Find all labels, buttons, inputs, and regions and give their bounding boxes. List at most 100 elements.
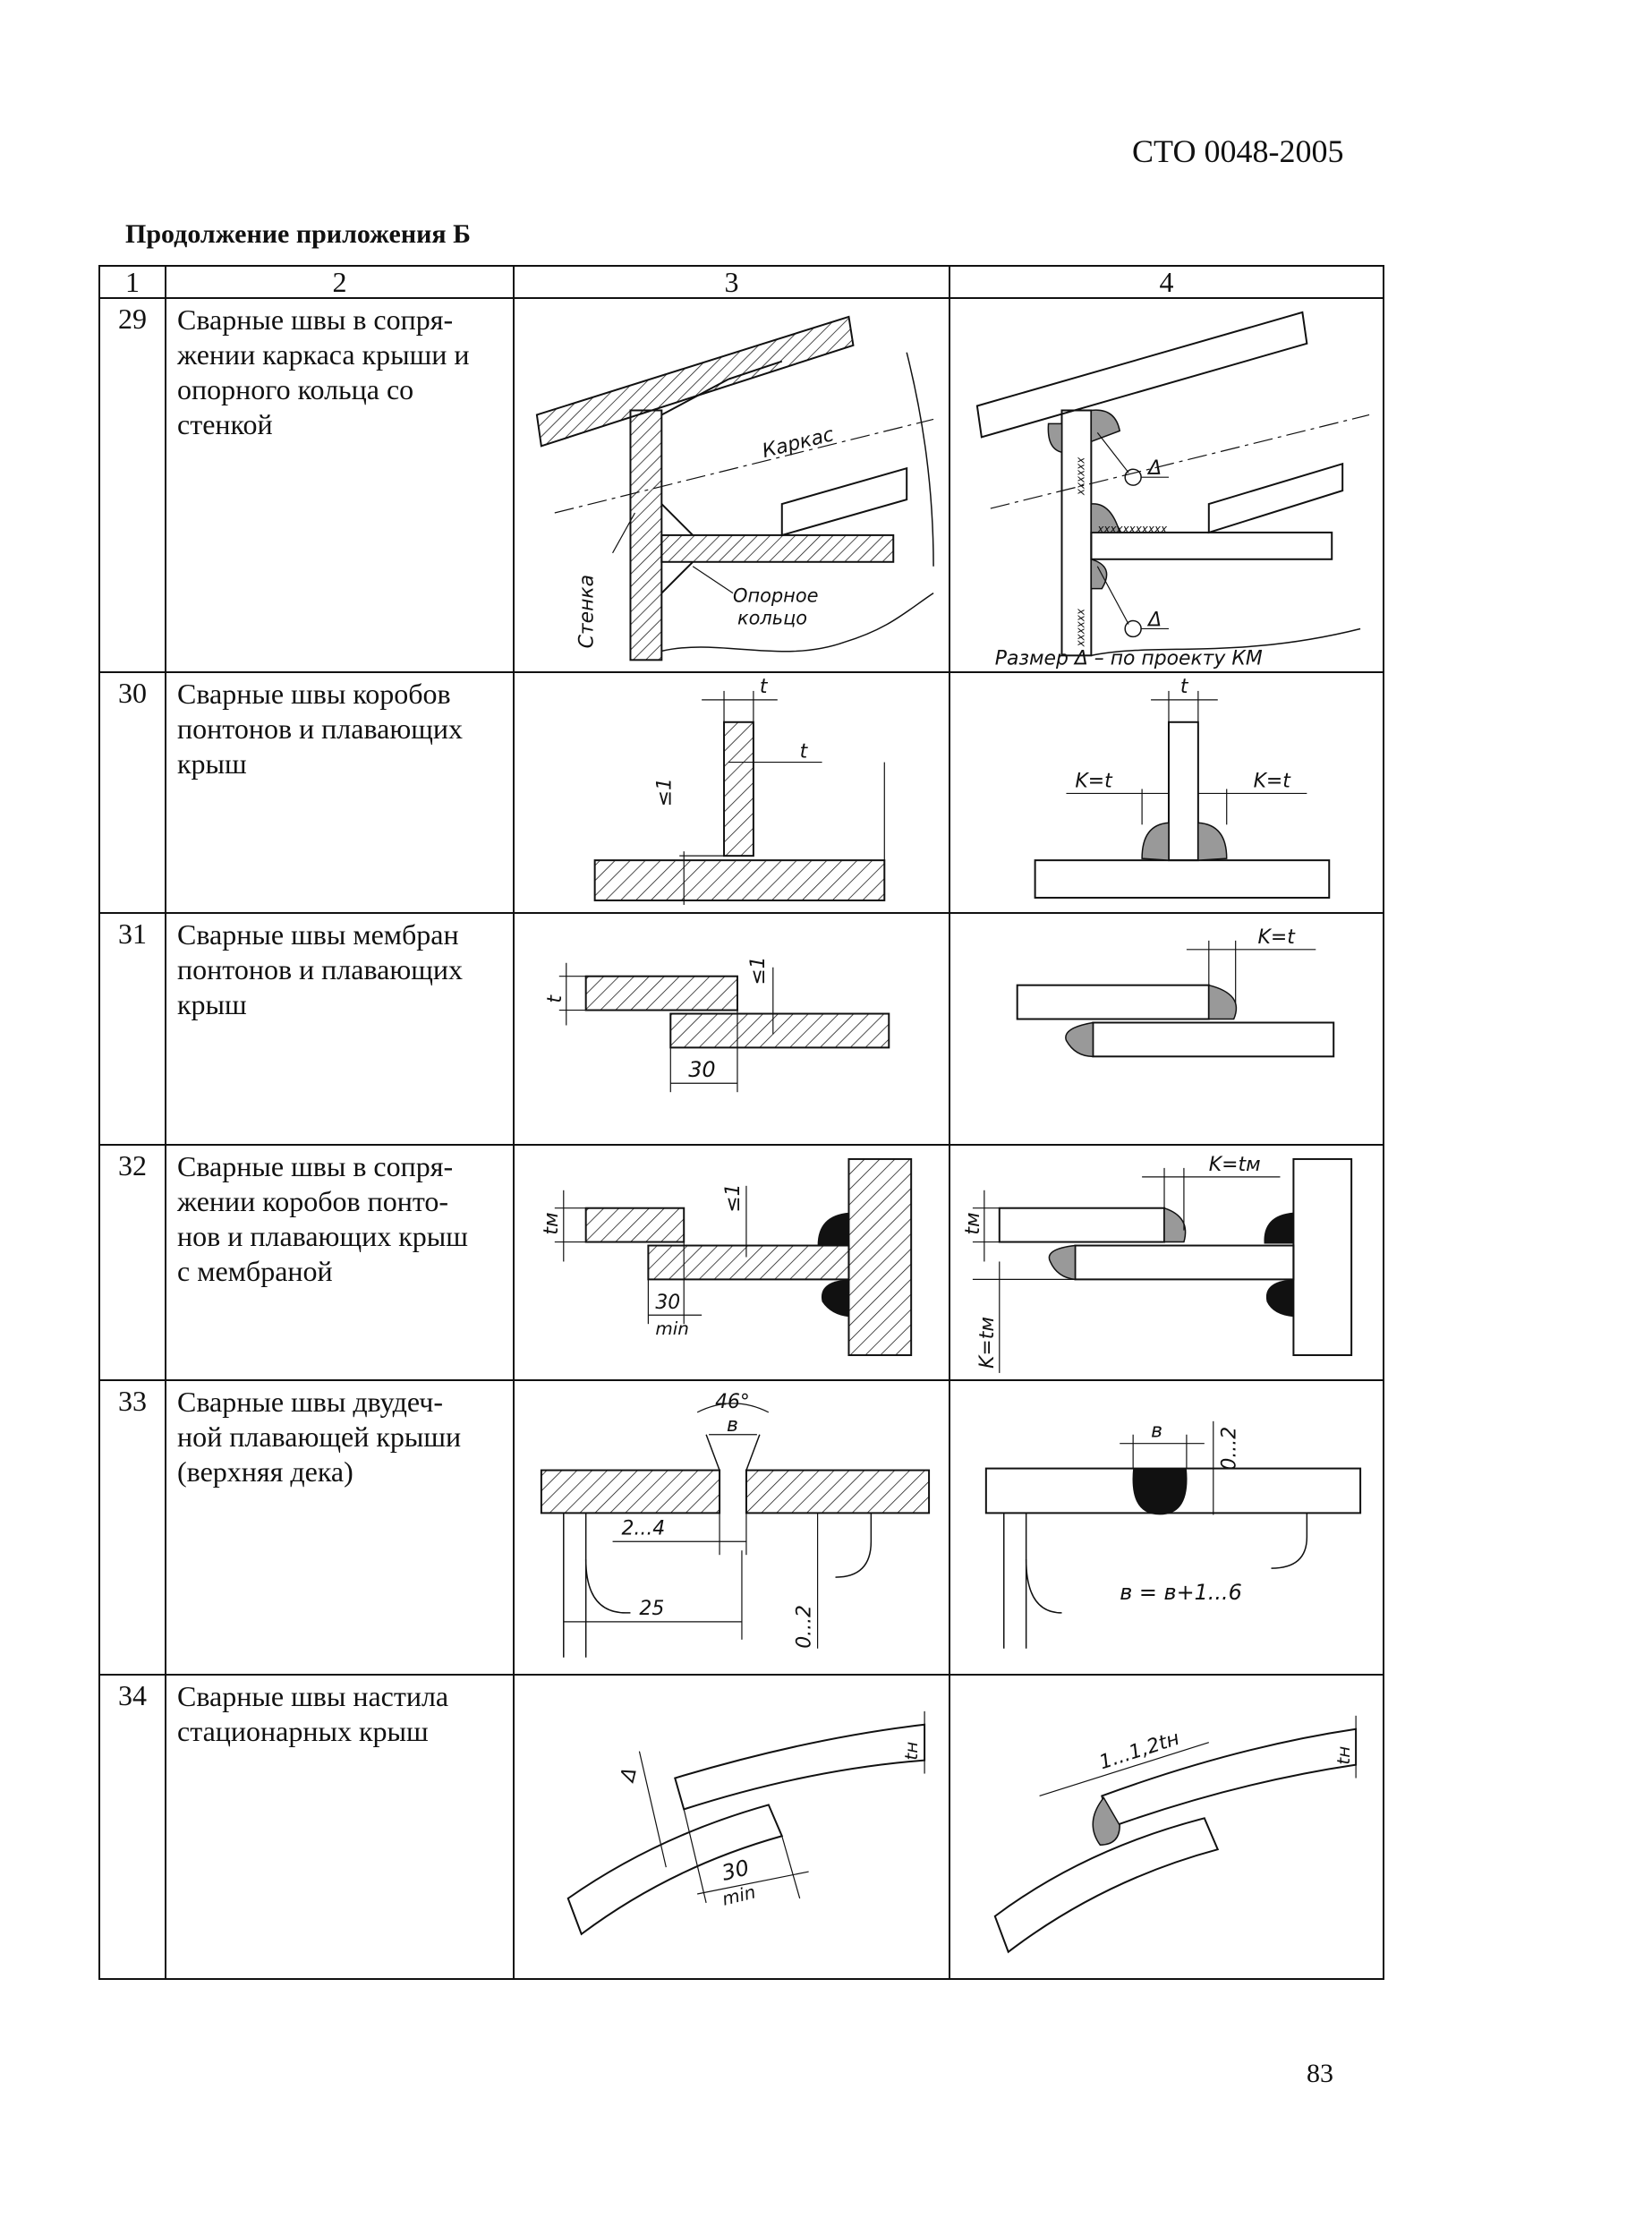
membrane-weld-drawing: K=t [1016, 926, 1335, 1058]
description-line: Сварные швы коробов [177, 678, 451, 711]
welds-table: 1 2 3 4 29 Сварные швы в сопря- жении ка… [98, 265, 1384, 1981]
table-header-row: 1 2 3 4 [98, 265, 1384, 299]
fixed-roof-joint-drawing: tн Δ 30 min [566, 1710, 926, 1936]
leg-label: K=t [1254, 771, 1292, 793]
description-line: стенкой [177, 408, 273, 440]
bead-formula: в = в+1...6 [1120, 1580, 1242, 1605]
groove-angle-label: 46° [715, 1391, 750, 1413]
description-line: крыш [177, 988, 247, 1021]
row-description: Сварные швы настила стационарных крыш [165, 1673, 515, 1981]
weld-drawing: t K=t K=t [949, 671, 1384, 915]
min-label: min [655, 1318, 689, 1339]
description-line: Сварные швы настила [177, 1679, 449, 1712]
gap-label: Δ [617, 1765, 642, 1786]
fixed-roof-weld-drawing: tн 1...1,2tн [993, 1715, 1358, 1953]
thickness-label: tм [541, 1213, 563, 1235]
joint-drawing: 46° в 2...4 25 0...2 [513, 1379, 950, 1676]
row-description: Сварные швы коробов понтонов и плавающих… [165, 671, 515, 915]
box-joint-drawing: t t ≤1 [593, 676, 886, 906]
gap-label: ≤1 [653, 778, 676, 806]
table-row: 30 Сварные швы коробов понтонов и плаваю… [98, 671, 1384, 915]
pontoon-membrane-joint-drawing: tм ≤1 30 min [541, 1158, 913, 1357]
membrane-joint-drawing: t ≤1 30 [544, 957, 890, 1093]
document-code: СТО 0048-2005 [1132, 133, 1344, 169]
row-number: 30 [98, 671, 166, 915]
description-line: Сварные швы мембран [177, 918, 459, 951]
row-description: Сварные швы мембран понтонов и плавающих… [165, 912, 515, 1147]
joint-drawing: tм ≤1 30 min [513, 1144, 950, 1382]
description-line: понтонов и плавающих [177, 712, 464, 746]
weld-size-label: 1...1,2tн [1096, 1727, 1182, 1774]
wall-label: Стенка [576, 575, 599, 648]
thickness-label: tн [1333, 1745, 1354, 1764]
box-weld-drawing: t K=t K=t [1034, 676, 1331, 900]
min-label: min [720, 1881, 758, 1909]
length-label: 25 [639, 1598, 664, 1620]
seal-weld-marks: xxxxxx [1074, 608, 1086, 647]
seal-weld-marks: xxxxxx [1074, 456, 1086, 496]
table-row: 33 Сварные швы двудеч- ной плавающей кры… [98, 1379, 1384, 1676]
row-description: Сварные швы в сопря- жении коробов понто… [165, 1144, 515, 1382]
column-header: 1 [98, 265, 166, 299]
seal-weld-marks: xxxxxxxxxxx [1096, 523, 1168, 535]
table-row: 29 Сварные швы в сопря- жении каркаса кр… [98, 296, 1384, 674]
leg-label: K=tм [1209, 1154, 1261, 1176]
leg-label: K=t [1075, 771, 1113, 793]
description-line: стационарных крыш [177, 1714, 429, 1747]
row-number: 34 [98, 1673, 166, 1981]
description-line: ной плавающей крыши [177, 1420, 462, 1454]
overlap-label: 30 [655, 1292, 680, 1314]
overlap-label: 30 [688, 1057, 715, 1082]
weld-drawing: K=t [949, 912, 1384, 1147]
column-header: 4 [949, 265, 1384, 299]
ring-label: кольцо [737, 607, 807, 628]
joint-drawing: tн Δ 30 min [513, 1673, 950, 1981]
overlap-label: 30 [720, 1855, 752, 1886]
appendix-caption: Продолжение приложения Б [125, 219, 471, 249]
description-line: опорного кольца со [177, 373, 414, 405]
table-row: 31 Сварные швы мембран понтонов и плаваю… [98, 912, 1384, 1147]
double-deck-weld-drawing: в 0...2 в = в+1...6 [984, 1420, 1362, 1649]
groove-width-label: в [727, 1414, 738, 1437]
thickness-label: t [760, 676, 769, 698]
frame-label: Каркас [760, 423, 836, 463]
description-line: (верхняя дека) [177, 1455, 353, 1489]
column-header: 3 [513, 265, 950, 299]
description-line: Сварные швы двудеч- [177, 1386, 444, 1419]
description-line: Сварные швы в сопря- [177, 1150, 454, 1183]
thickness-label: t [544, 994, 566, 1003]
description-line: жении каркаса крыши и [177, 338, 470, 371]
ring-label: Опорное [733, 585, 819, 607]
row-description: Сварные швы в сопря- жении каркаса крыши… [165, 296, 515, 674]
joint-drawing: t ≤1 30 [513, 912, 950, 1147]
description-line: понтонов и плавающих [177, 953, 464, 986]
bead-width-label: в [1151, 1420, 1162, 1443]
page-number: 83 [1307, 2059, 1333, 2088]
description-line: с мембраной [177, 1255, 333, 1288]
thickness-label: tн [901, 1741, 922, 1760]
roof-frame-weld-drawing: xxxxxxxxxxx xxxxxx xxxxxx Δ Δ Размер Δ –… [975, 311, 1370, 670]
weld-drawing: xxxxxxxxxxx xxxxxx xxxxxx Δ Δ Размер Δ –… [949, 296, 1384, 674]
row-number: 29 [98, 296, 166, 674]
delta-label: Δ [1146, 457, 1162, 480]
thickness-label: t [800, 741, 809, 763]
row-number: 31 [98, 912, 166, 1147]
table-row: 34 Сварные швы настила стационарных крыш… [98, 1673, 1384, 1981]
leg-label: K=tм [976, 1317, 999, 1369]
thickness-label: tм [962, 1213, 984, 1235]
row-number: 33 [98, 1379, 166, 1676]
thickness-label: t [1180, 676, 1189, 698]
joint-drawing: Каркас Стенка Опорное кольцо [513, 296, 950, 674]
table-row: 32 Сварные швы в сопря- жении коробов по… [98, 1144, 1384, 1382]
gap-label: ≤1 [722, 1184, 745, 1213]
double-deck-joint-drawing: 46° в 2...4 25 0...2 [540, 1391, 931, 1658]
column-header: 2 [165, 265, 515, 299]
description-line: крыш [177, 747, 247, 781]
reinforcement-label: 0...2 [1219, 1427, 1241, 1471]
weld-drawing: в 0...2 в = в+1...6 [949, 1379, 1384, 1676]
root-gap-label: 2...4 [622, 1517, 666, 1540]
size-note: Размер Δ – по проекту КМ [995, 647, 1263, 670]
roof-frame-joint-drawing: Каркас Стенка Опорное кольцо [535, 315, 934, 661]
row-description: Сварные швы двудеч- ной плавающей крыши … [165, 1379, 515, 1676]
delta-label: Δ [1146, 609, 1162, 631]
